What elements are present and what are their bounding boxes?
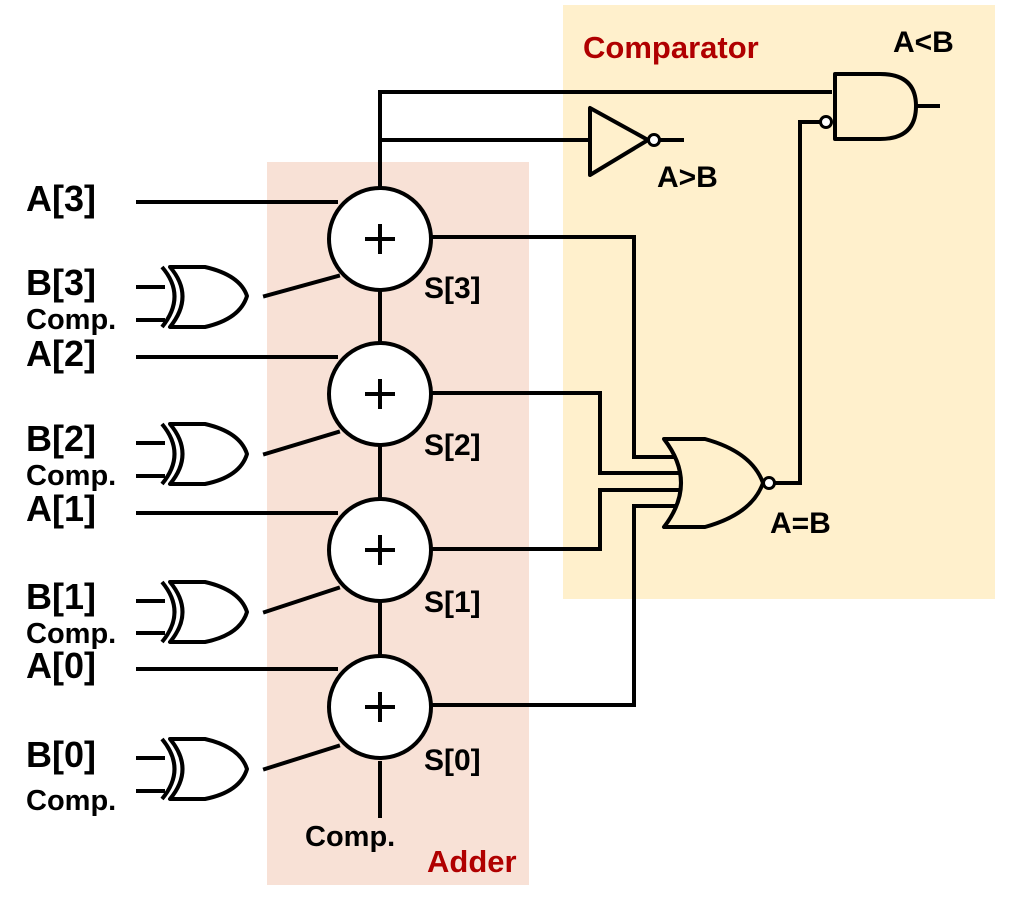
sum-s2-label: S[2] — [424, 429, 481, 462]
adder-0 — [327, 654, 433, 760]
output-lt-label: A<B — [893, 26, 954, 59]
input-a0-label: A[0] — [26, 645, 96, 686]
comp2-label: Comp. — [26, 460, 116, 492]
carry-in-label: Comp. — [305, 821, 395, 853]
not-gate — [588, 106, 661, 177]
comp1-label: Comp. — [26, 618, 116, 650]
adder-2 — [327, 341, 433, 447]
sum-s3-label: S[3] — [424, 272, 481, 305]
input-b0-label: B[0] — [26, 734, 96, 775]
xor-gate-3 — [160, 265, 249, 329]
and-gate — [819, 72, 918, 141]
xor-gate-0 — [160, 737, 249, 801]
comp0-label: Comp. — [26, 785, 116, 817]
input-b3-label: B[3] — [26, 262, 96, 303]
sum-s1-label: S[1] — [424, 586, 481, 619]
input-b1-label: B[1] — [26, 576, 96, 617]
adder-1 — [327, 497, 433, 603]
wires — [136, 90, 940, 818]
comp3-label: Comp. — [26, 304, 116, 336]
nor-gate — [662, 437, 776, 529]
input-b2-label: B[2] — [26, 418, 96, 459]
output-gt-label: A>B — [657, 161, 718, 194]
input-a2-label: A[2] — [26, 333, 96, 374]
adder-3 — [327, 186, 433, 292]
xor-gate-1 — [160, 580, 249, 644]
input-a1-label: A[1] — [26, 488, 96, 529]
xor-gate-2 — [160, 422, 249, 486]
input-a3-label: A[3] — [26, 178, 96, 219]
sum-s0-label: S[0] — [424, 744, 481, 777]
comparator-label: Comparator — [583, 30, 759, 65]
adder-label: Adder — [427, 844, 517, 879]
output-eq-label: A=B — [770, 507, 831, 540]
